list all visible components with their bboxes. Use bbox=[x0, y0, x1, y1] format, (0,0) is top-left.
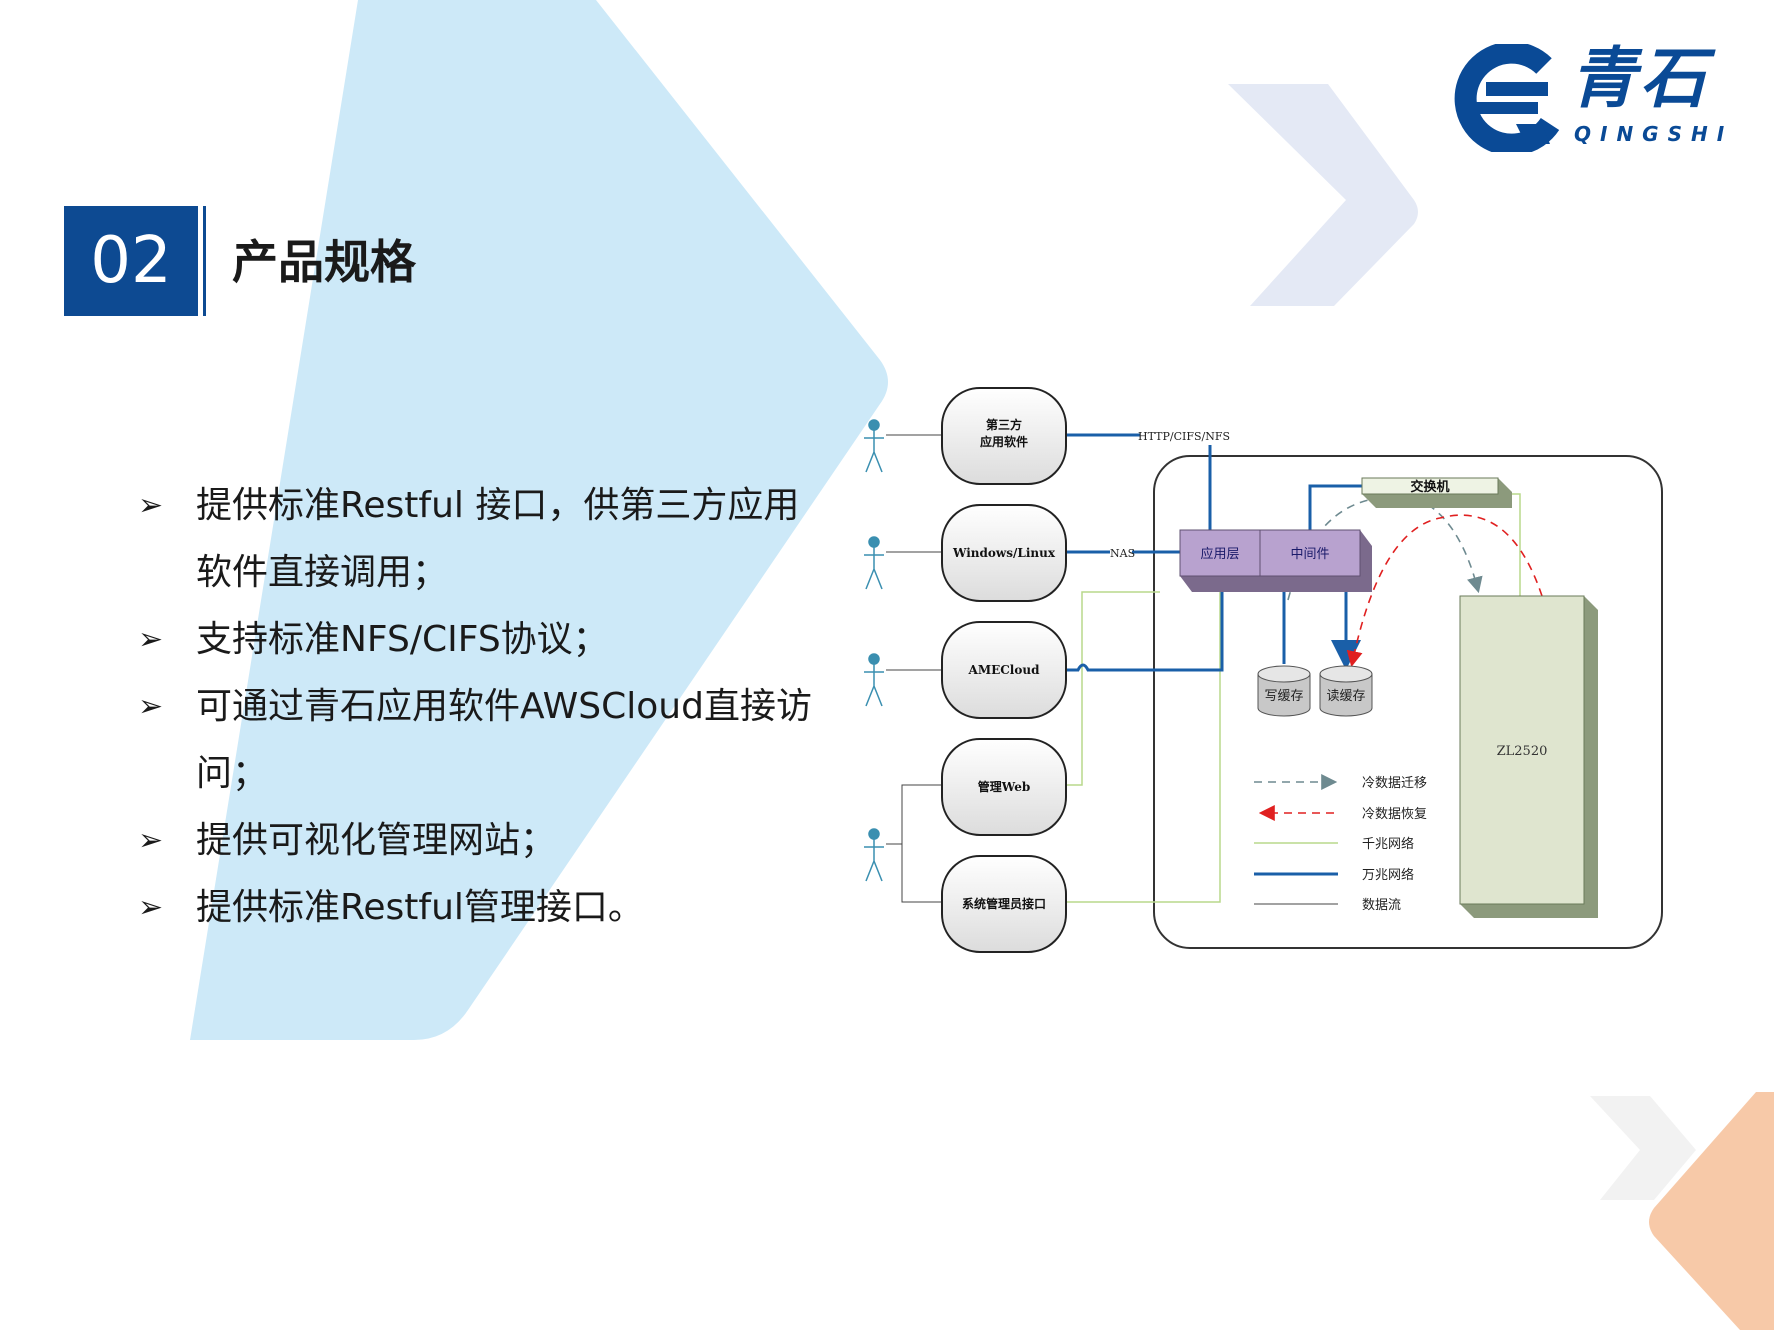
arrow-bullet-icon: ➢ bbox=[138, 823, 164, 858]
feature-item: ➢提供标准Restful管理接口。 bbox=[132, 874, 812, 941]
svg-text:应用软件: 应用软件 bbox=[980, 434, 1028, 449]
logo-mark-icon bbox=[1454, 44, 1560, 152]
feature-list: ➢提供标准Restful 接口，供第三方应用软件直接调用； ➢支持标准NFS/C… bbox=[132, 472, 812, 941]
section-divider bbox=[203, 206, 206, 316]
storage-zl2520: ZL2520 bbox=[1459, 595, 1598, 918]
protocol-http-label: HTTP/CIFS/NFS bbox=[1138, 430, 1230, 443]
gray-chevron-bottom bbox=[1590, 1096, 1696, 1200]
switch-label: 交换机 bbox=[1410, 479, 1449, 495]
legend-cold-migration: 冷数据迁移 bbox=[1362, 776, 1427, 791]
legend-cold-restore: 冷数据恢复 bbox=[1362, 807, 1427, 822]
client-third-party-app: 第三方 应用软件 bbox=[941, 387, 1067, 485]
section-title: 产品规格 bbox=[232, 235, 416, 289]
svg-text:AMECloud: AMECloud bbox=[968, 663, 1041, 677]
svg-text:第三方: 第三方 bbox=[986, 417, 1022, 432]
user-actor-icons bbox=[864, 419, 884, 882]
feature-item: ➢支持标准NFS/CIFS协议； bbox=[132, 606, 812, 673]
logo-chinese-name: 青石 bbox=[1570, 40, 1710, 117]
cold-restore-arrow bbox=[1346, 514, 1543, 668]
middleware-label: 中间件 bbox=[1290, 547, 1329, 562]
svg-text:Windows/Linux: Windows/Linux bbox=[952, 546, 1056, 560]
user-icon bbox=[864, 536, 884, 590]
feature-item: ➢提供可视化管理网站； bbox=[132, 807, 812, 874]
arrow-bullet-icon: ➢ bbox=[138, 689, 164, 724]
feature-item: ➢提供标准Restful 接口，供第三方应用软件直接调用； bbox=[132, 472, 812, 606]
app-layer-label: 应用层 bbox=[1200, 546, 1239, 562]
ten-gigabit-links bbox=[1062, 433, 1362, 672]
client-management-web: 管理Web bbox=[941, 738, 1067, 836]
gray-chevron-top bbox=[1228, 84, 1418, 306]
legend-data-flow: 数据流 bbox=[1362, 898, 1401, 913]
legend-ten-gigabit: 万兆网络 bbox=[1362, 867, 1414, 883]
user-icon bbox=[864, 653, 884, 707]
svg-text:写缓存: 写缓存 bbox=[1264, 689, 1303, 704]
app-middleware-block: 应用层 中间件 bbox=[1179, 529, 1372, 592]
svg-text:读缓存: 读缓存 bbox=[1326, 689, 1365, 704]
light-blue-chevron bbox=[190, 0, 888, 1040]
client-admin-interface: 系统管理员接口 bbox=[941, 855, 1067, 953]
section-number: 02 bbox=[64, 206, 198, 316]
qingshi-logo: 青石 QINGSHI bbox=[1446, 44, 1736, 154]
svg-text:系统管理员接口: 系统管理员接口 bbox=[962, 896, 1046, 911]
user-icon bbox=[864, 419, 884, 473]
read-cache: 读缓存 bbox=[1319, 665, 1373, 717]
client-amecloud: AMECloud bbox=[941, 621, 1067, 719]
peach-chevron bbox=[1649, 1092, 1774, 1330]
arrow-bullet-icon: ➢ bbox=[138, 890, 164, 925]
network-switch: 交换机 bbox=[1361, 477, 1512, 508]
arrow-bullet-icon: ➢ bbox=[138, 622, 164, 657]
logo-english-name: QINGSHI bbox=[1574, 122, 1734, 146]
svg-text:管理Web: 管理Web bbox=[978, 779, 1031, 794]
legend-gigabit: 千兆网络 bbox=[1362, 836, 1414, 852]
storage-label: ZL2520 bbox=[1497, 744, 1548, 759]
feature-item: ➢可通过青石应用软件AWSCloud直接访问； bbox=[132, 673, 812, 807]
diagram-legend: 冷数据迁移 冷数据恢复 千兆网络 万兆网络 数据流 bbox=[1254, 774, 1427, 913]
user-icon bbox=[864, 828, 884, 882]
data-flow-links bbox=[886, 434, 942, 903]
arrow-bullet-icon: ➢ bbox=[138, 488, 164, 523]
write-cache: 写缓存 bbox=[1257, 665, 1311, 717]
client-windows-linux: Windows/Linux bbox=[941, 504, 1067, 602]
protocol-nas-label: NAS bbox=[1110, 547, 1135, 560]
